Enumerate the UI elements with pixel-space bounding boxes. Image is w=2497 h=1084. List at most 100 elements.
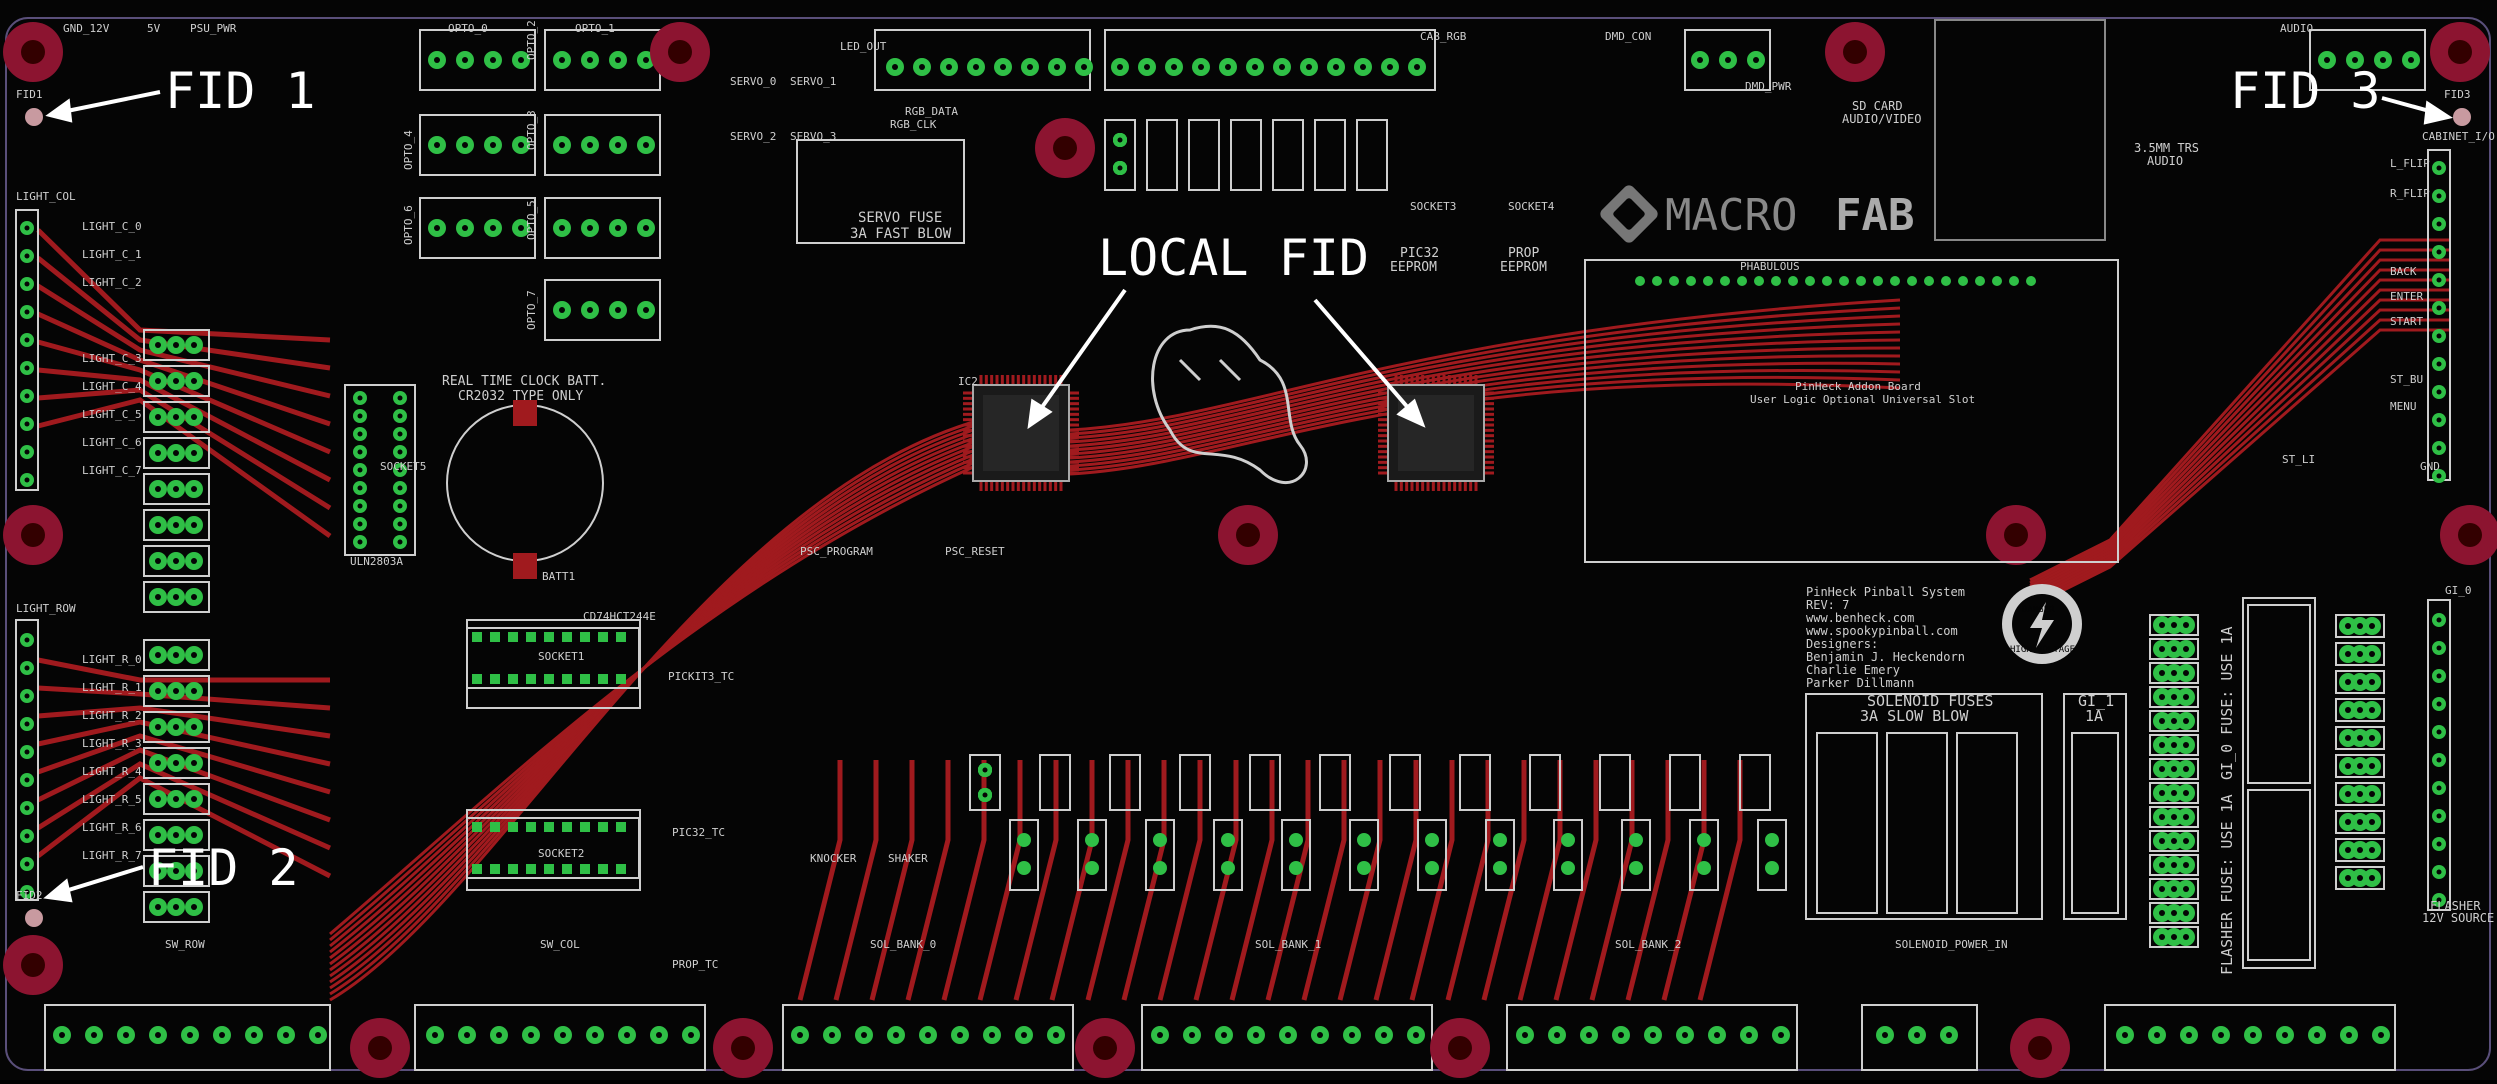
servo-fuse-2: 3A FAST BLOW (850, 226, 952, 242)
lbl-st-li: ST_LI (2282, 453, 2315, 466)
credit-5: Benjamin J. Heckendorn (1806, 650, 1965, 664)
hdr-sol-bank1: SOL_BANK_1 (1255, 938, 1321, 951)
lr5: LIGHT_R_5 (82, 793, 142, 806)
opto7: OPTO_7 (525, 290, 538, 330)
hdr-light-row: LIGHT_ROW (16, 602, 76, 615)
cab5: ST_BU (2390, 373, 2423, 386)
credit-2: www.benheck.com (1806, 611, 1914, 625)
addon-1: PinHeck Addon Board (1795, 380, 1921, 393)
hdr-cab-rgb: CAB_RGB (1420, 30, 1467, 43)
hdr-cabinet-io: CABINET_I/O (2422, 130, 2495, 143)
credit-0: PinHeck Pinball System (1806, 585, 1965, 599)
opto4: OPTO_4 (402, 130, 415, 170)
callout-fid2: FID 2 (148, 839, 299, 897)
hdr-opto0: OPTO_0 (448, 22, 488, 35)
hdr-light-col: LIGHT_COL (16, 190, 76, 203)
credit-3: www.spookypinball.com (1806, 624, 1958, 638)
lc2: LIGHT_C_2 (82, 276, 142, 289)
addon-2: User Logic Optional Universal Slot (1750, 393, 1975, 406)
opto6: OPTO_6 (402, 205, 415, 245)
hdr-gnd12: GND_12V (63, 22, 110, 35)
prop-eeprom-2: EEPROM (1500, 260, 1547, 275)
fid2-silk: FID2 (16, 889, 43, 902)
macrofab-logo: MACRO FAB (1665, 190, 1914, 241)
logo-fab: FAB (1835, 190, 1914, 241)
hdr-led-out: LED_OUT (840, 40, 887, 53)
callout-fid3: FID 3 (2230, 62, 2381, 120)
board-notes: SERVO FUSE 3A FAST BLOW REAL TIME CLOCK … (442, 99, 2494, 975)
lbl-psc-reset: PSC_RESET (945, 545, 1005, 558)
pad-field (15, 29, 2451, 1071)
hdr-dmd-pwr: DMD_PWR (1745, 80, 1792, 93)
servo-fuse-1: SERVO FUSE (858, 210, 942, 226)
fid1-silk: FID1 (16, 88, 43, 101)
callout-local-fid: LOCAL FID (1098, 229, 1369, 287)
lr2: LIGHT_R_2 (82, 709, 142, 722)
rtc-1: REAL TIME CLOCK BATT. (442, 374, 606, 389)
lbl-socket4: SOCKET4 (1508, 200, 1555, 213)
lc4: LIGHT_C_4 (82, 380, 142, 393)
lc0: LIGHT_C_0 (82, 220, 142, 233)
lbl-socket1: SOCKET1 (538, 650, 584, 663)
lc3: LIGHT_C_3 (82, 352, 142, 365)
trs-1: 3.5MM TRS (2134, 141, 2199, 155)
lbl-batt1: BATT1 (542, 570, 575, 583)
hdr-sw-row: SW_ROW (165, 938, 205, 951)
silk-outlines (466, 19, 2316, 969)
silkscreen-labels: FID1 FID2 FID3 GND_12V 5V PSU_PWR OPTO_0… (16, 20, 2495, 971)
lbl-socket3: SOCKET3 (1410, 200, 1456, 213)
lr6: LIGHT_R_6 (82, 821, 142, 834)
hdr-gi0: GI_0 (2445, 584, 2472, 597)
lbl-socket5: SOCKET5 (380, 460, 426, 473)
lbl-cd74hct: CD74HCT244E (583, 610, 656, 623)
ic-main-mcu (972, 384, 1070, 482)
lc6: LIGHT_C_6 (82, 436, 142, 449)
hdr-audio: AUDIO (2280, 22, 2313, 35)
lr3: LIGHT_R_3 (82, 737, 142, 750)
hdr-servo3: SERVO_3 (790, 130, 836, 143)
prop-eeprom-1: PROP (1508, 246, 1539, 261)
sd-2: AUDIO/VIDEO (1842, 112, 1921, 126)
hdr-sol-bank2: SOL_BANK_2 (1615, 938, 1681, 951)
opto2: OPTO_2 (525, 20, 538, 60)
gi1-2: 1A (2085, 707, 2103, 725)
hdr-sol-power: SOLENOID_POWER_IN (1895, 938, 2008, 951)
flasher-src-1: FLASHER (2430, 899, 2481, 913)
credit-6: Charlie Emery (1806, 663, 1900, 677)
fiducial-callouts: FID 1 FID 2 FID 3 LOCAL FID (43, 62, 2454, 903)
copper-traces (36, 228, 2450, 1002)
hdr-rgb-clk: RGB_CLK (890, 118, 937, 131)
gi1-1: GI_1 (2078, 692, 2114, 710)
lbl-psc-program: PSC_PROGRAM (800, 545, 873, 558)
macrofab-logo-icon (1600, 185, 1658, 243)
hdr-servo0: SERVO_0 (730, 75, 776, 88)
pic32-eeprom-1: PIC32 (1400, 246, 1439, 261)
lbl-pic32-tc: PIC32_TC (672, 826, 725, 839)
danger-badge-icon (2002, 584, 2082, 664)
hdr-opto1: OPTO_1 (575, 22, 615, 35)
lr0: LIGHT_R_0 (82, 653, 142, 666)
lbl-socket2: SOCKET2 (538, 847, 584, 860)
cab7: GND (2420, 460, 2440, 473)
fid3-silk: FID3 (2444, 88, 2471, 101)
lr1: LIGHT_R_1 (82, 681, 142, 694)
flasher-fuse: FLASHER FUSE: USE 1A (2218, 794, 2236, 975)
lc1: LIGHT_C_1 (82, 248, 142, 261)
lc7: LIGHT_C_7 (82, 464, 142, 477)
cab3: ENTER (2390, 290, 2423, 303)
lbl-knocker: KNOCKER (810, 852, 857, 865)
lr7: LIGHT_R_7 (82, 849, 142, 862)
hdr-servo2: SERVO_2 (730, 130, 776, 143)
hdr-sw-col: SW_COL (540, 938, 580, 951)
sol-fuse-2: 3A SLOW BLOW (1860, 707, 1969, 725)
lbl-pickit3-tc: PICKIT3_TC (668, 670, 734, 683)
lc5: LIGHT_C_5 (82, 408, 142, 421)
hdr-5v: 5V (147, 22, 161, 35)
credit-1: REV: 7 (1806, 598, 1849, 612)
opto3: OPTO_3 (525, 110, 538, 150)
lbl-uln2803a: ULN2803A (350, 555, 403, 568)
sd-1: SD CARD (1852, 99, 1903, 113)
hdr-sol-bank0: SOL_BANK_0 (870, 938, 936, 951)
cab0: L_FLIP (2390, 157, 2430, 170)
